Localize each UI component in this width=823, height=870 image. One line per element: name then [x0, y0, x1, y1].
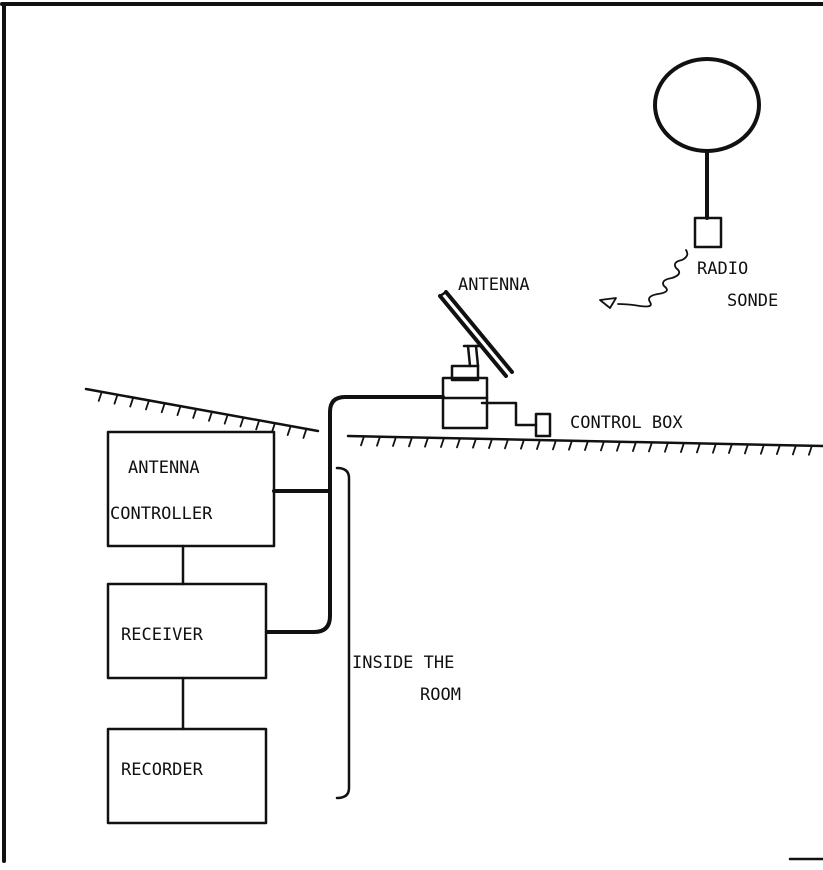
- ground-hatch-tick: [696, 442, 701, 454]
- radio-sonde-label-line1: RADIO: [697, 259, 748, 279]
- inside-room-label-line1: INSIDE THE: [352, 653, 454, 673]
- ground-hatch-tick: [536, 439, 541, 450]
- antenna-mount: [441, 364, 489, 430]
- ground-hatch-tick: [302, 428, 308, 439]
- ground-hatch-tick: [520, 438, 525, 450]
- ground-hatch-tick: [632, 441, 637, 452]
- ground-hatch-tick: [255, 419, 261, 431]
- inside-room-label-line2: ROOM: [420, 685, 461, 705]
- ground-hatch-tick: [760, 443, 765, 455]
- ground-hatch-tick: [208, 410, 213, 422]
- ground-hatch-tick: [664, 441, 669, 453]
- ground-hatch-tick: [113, 393, 119, 405]
- ground-hatch-tick: [552, 439, 557, 451]
- ground-hatch-tick: [488, 438, 493, 449]
- balloon: [653, 57, 761, 220]
- ground-line-right: [346, 434, 823, 456]
- ground-hatch-tick: [616, 440, 621, 452]
- recorder-label: RECORDER: [121, 760, 204, 780]
- antenna-dish: [438, 290, 514, 378]
- antenna-controller-label-line2: CONTROLLER: [110, 504, 213, 524]
- ground-hatch-tick: [648, 441, 653, 453]
- ground-hatch-tick: [728, 443, 733, 454]
- ground-hatch-tick: [271, 422, 276, 434]
- receiver-label: RECEIVER: [121, 625, 204, 645]
- ground-hatch-tick: [97, 390, 103, 402]
- ground-hatch-tick: [286, 425, 292, 436]
- ground-hatch-tick: [712, 442, 717, 454]
- ground-hatch-tick: [584, 440, 589, 451]
- antenna-controller-label-line1: ANTENNA: [128, 458, 200, 478]
- ground-hatch-tick: [192, 408, 198, 419]
- ground-hatch-tick: [424, 436, 429, 448]
- ground-hatch-tick: [376, 435, 381, 447]
- ground-hatch-tick: [129, 396, 135, 408]
- ground-line-left: [84, 387, 320, 439]
- recorder-box: [106, 727, 268, 825]
- ground-hatch-tick: [239, 416, 245, 428]
- ground-hatch-tick: [807, 444, 813, 456]
- ground-hatch-tick: [600, 440, 605, 452]
- ground-hatch-tick: [145, 399, 150, 411]
- ground-hatch-tick: [160, 402, 166, 414]
- antenna-feed-cable: [266, 395, 445, 634]
- ground-hatch-tick: [456, 437, 461, 449]
- receiver-box: [106, 582, 268, 680]
- ground-hatch-tick: [568, 439, 573, 451]
- ground-hatch-tick: [504, 438, 509, 450]
- ground-hatch-tick: [392, 436, 397, 447]
- ground-hatch-tick: [408, 436, 413, 448]
- ground-hatch-tick: [472, 437, 477, 449]
- radio-wave-arrow: [599, 249, 689, 309]
- ground-hatch-tick: [744, 443, 749, 455]
- control-box: [534, 412, 552, 438]
- ground-hatch-tick: [176, 405, 182, 417]
- radio-sonde-label-line2: SONDE: [727, 291, 778, 311]
- control-box-label: CONTROL BOX: [570, 413, 683, 433]
- ground-hatch-tick: [223, 413, 229, 425]
- ground-hatch-tick: [360, 435, 365, 447]
- antenna-label: ANTENNA: [458, 275, 530, 295]
- control-box-cable: [480, 401, 538, 427]
- antenna-controller-box: [106, 430, 276, 548]
- radio-sonde-box: [693, 216, 723, 249]
- ground-hatch-tick: [776, 444, 781, 455]
- ground-hatch-tick: [680, 442, 685, 453]
- ground-hatch-tick: [792, 444, 797, 456]
- ground-hatch-tick: [440, 437, 445, 448]
- inside-room-bracket: [335, 466, 351, 800]
